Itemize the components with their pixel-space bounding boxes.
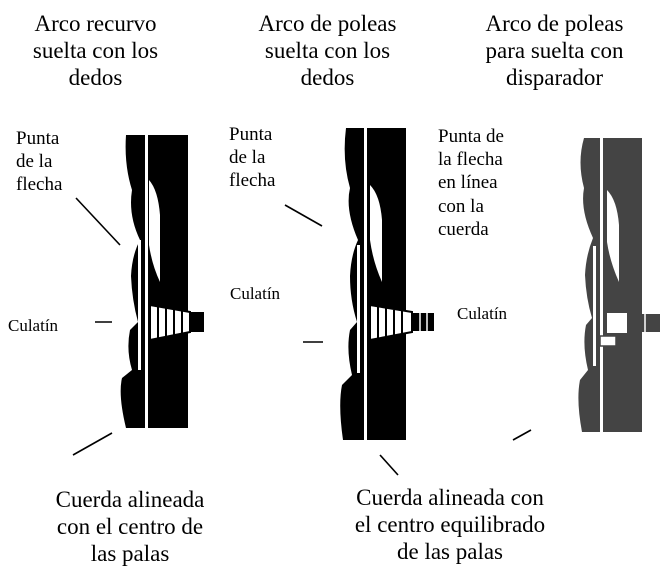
compound-plunger — [369, 303, 434, 342]
compound-bow-fingers — [340, 126, 434, 442]
nock-label-release: Culatín — [457, 304, 508, 323]
leader-tip-compound — [284, 204, 323, 227]
leader-tip-recurve — [75, 197, 121, 246]
release-string — [600, 136, 603, 434]
recurve-plunger — [149, 303, 204, 342]
release-riser — [578, 138, 642, 432]
leader-bottom-recurve — [72, 432, 113, 456]
recurve-sight-window — [149, 180, 160, 282]
compound-arrow — [357, 245, 360, 373]
title-recurve: Arco recurvo suelta con los dedos — [32, 11, 159, 91]
nock-label-compound: Culatín — [230, 284, 281, 303]
leader-bottom-release — [512, 429, 532, 441]
recurve-string — [145, 134, 148, 429]
title-compound-fingers: Arco de poleas suelta con los dedos — [258, 11, 397, 91]
arrow-tip-label-release: Punta de la flecha en línea con la cuerd… — [438, 126, 504, 240]
leader-lines — [72, 197, 532, 476]
leader-bottom-compound — [379, 454, 399, 476]
recurve-riser — [120, 135, 188, 428]
recurve-bow — [120, 134, 204, 429]
nock-label-recurve: Culatín — [8, 316, 59, 335]
compound-riser — [340, 128, 406, 440]
bottom-caption-compound: Cuerda alineada con el centro equilibrad… — [354, 485, 546, 565]
bottom-caption-recurve: Cuerda alineada con el centro de las pal… — [55, 487, 205, 567]
release-rest — [599, 311, 660, 347]
compound-string — [364, 126, 367, 442]
arrow-tip-label-recurve: Punta de la flecha — [16, 128, 63, 196]
compound-bow-release — [578, 136, 660, 434]
release-sight-window — [607, 190, 619, 282]
title-compound-release: Arco de poleas para suelta con disparado… — [485, 11, 624, 91]
compound-sight-window — [370, 185, 382, 282]
arrow-tip-label-compound: Punta de la flecha — [229, 124, 276, 192]
release-arrow — [593, 246, 596, 366]
recurve-arrow — [138, 240, 141, 370]
